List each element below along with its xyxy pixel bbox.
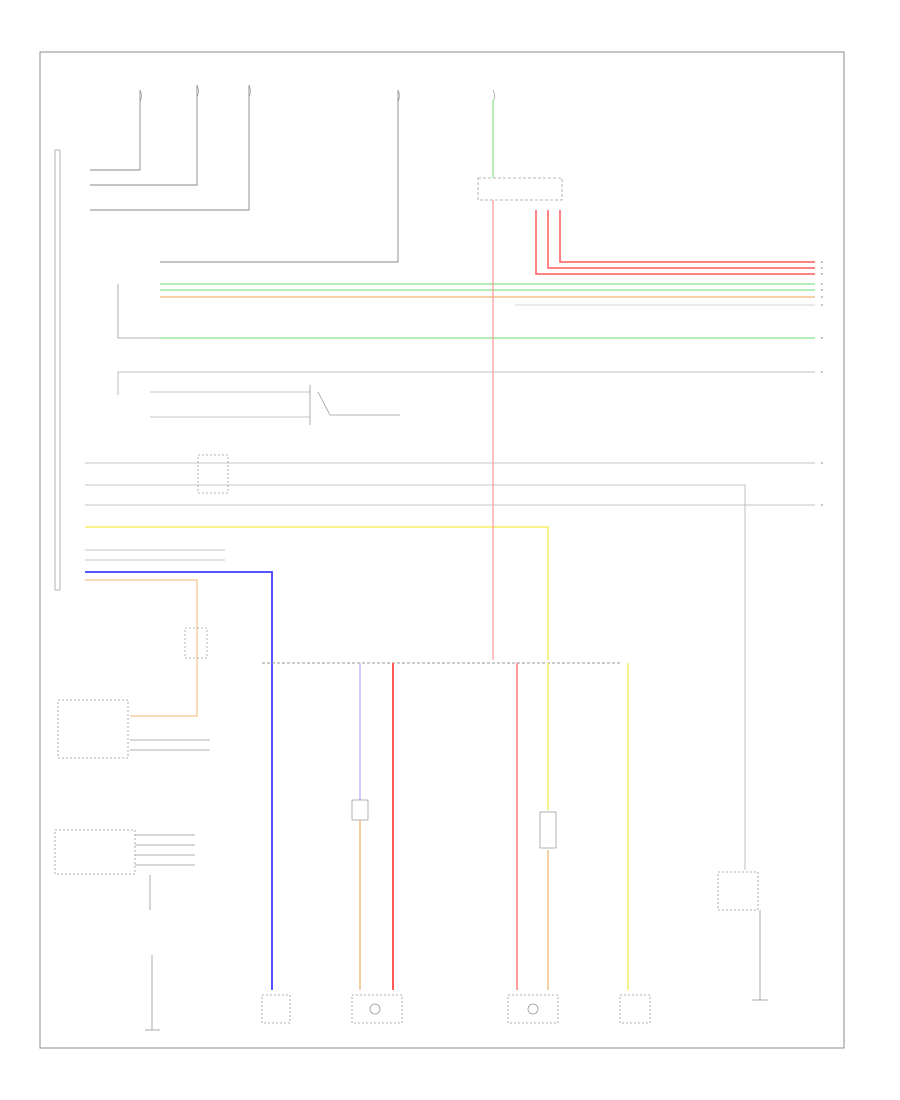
mid-right-component [539, 811, 557, 849]
right-terminals [821, 261, 823, 506]
fuse-symbols [139, 84, 495, 103]
left-connector-block [54, 149, 61, 591]
yellow-wire-main [85, 526, 549, 660]
top-fuse-wires [90, 85, 399, 263]
mid-left-component [351, 799, 369, 821]
ground-symbol [752, 910, 768, 1001]
gray-wires [85, 371, 815, 870]
bottom-left-module [54, 699, 210, 1031]
bottom-components [261, 871, 759, 1024]
relay-block-top [477, 177, 563, 201]
orange-wire-left [85, 579, 198, 717]
left-component [184, 627, 208, 659]
blue-wire [85, 571, 273, 990]
switch-symbol [309, 385, 400, 425]
red-harness [535, 210, 815, 275]
diagram-border [39, 51, 845, 1049]
green-tee [117, 284, 160, 339]
small-relay [197, 454, 229, 494]
